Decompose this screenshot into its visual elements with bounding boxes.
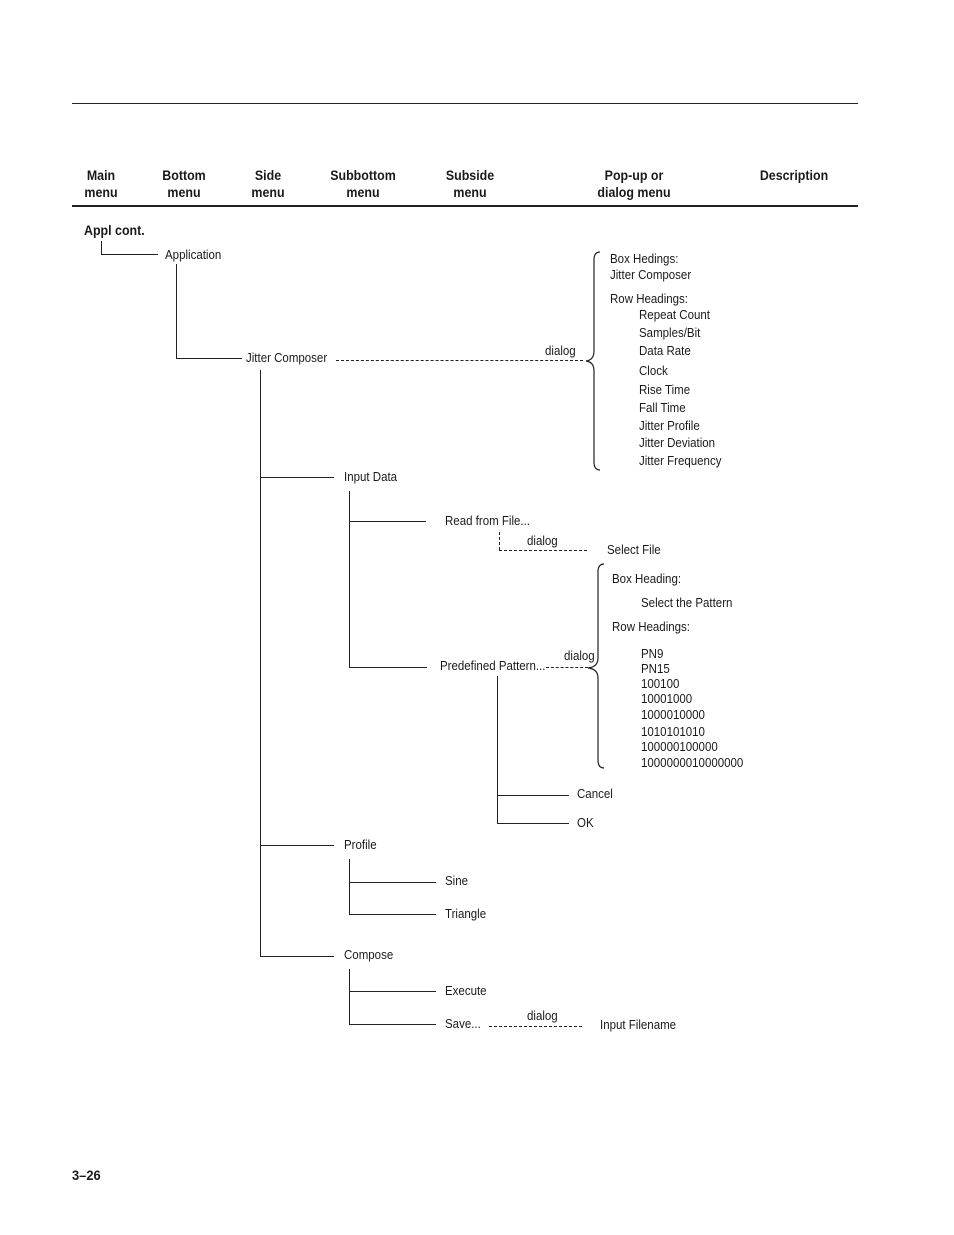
- dialog-connector: [546, 667, 588, 668]
- select-file: Select File: [607, 543, 661, 557]
- jitter-row-jitter-deviation: Jitter Deviation: [639, 436, 716, 450]
- connector: [349, 991, 436, 992]
- jitter-box-heading-label: Box Hedings:: [610, 252, 679, 266]
- node-compose: Compose: [344, 948, 394, 962]
- connector: [349, 1024, 436, 1025]
- jitter-box-heading: Jitter Composer: [610, 268, 692, 282]
- node-jitter-composer: Jitter Composer: [246, 351, 328, 365]
- pattern-row-pn15: PN15: [641, 662, 670, 676]
- dialog-connector: [489, 1026, 582, 1027]
- header-rule: [72, 205, 858, 207]
- section-label: Appl cont.: [84, 223, 145, 238]
- connector: [349, 969, 350, 1024]
- node-ok: OK: [577, 816, 594, 830]
- top-rule: [72, 103, 858, 104]
- connector: [349, 491, 350, 667]
- node-application: Application: [165, 248, 222, 262]
- jitter-dialog-brace: [585, 251, 601, 471]
- connector: [101, 241, 102, 254]
- dialog-label-read-file: dialog: [527, 534, 558, 548]
- jitter-row-jitter-profile: Jitter Profile: [639, 419, 700, 433]
- pattern-row-1010101010: 1010101010: [641, 725, 705, 739]
- jitter-row-jitter-frequency: Jitter Frequency: [639, 454, 722, 468]
- pattern-row-10001000: 10001000: [641, 692, 693, 706]
- jitter-row-samples-bit: Samples/Bit: [639, 326, 701, 340]
- pattern-dialog-brace: [587, 563, 605, 769]
- dialog-label-pattern: dialog: [564, 649, 595, 663]
- connector: [260, 370, 261, 956]
- pattern-row-1000000010000000: 1000000010000000: [641, 756, 744, 770]
- connector: [497, 823, 569, 824]
- dialog-connector: [499, 532, 500, 550]
- node-triangle: Triangle: [445, 907, 487, 921]
- jitter-row-fall-time: Fall Time: [639, 401, 686, 415]
- node-profile: Profile: [344, 838, 377, 852]
- connector: [260, 477, 334, 478]
- node-predefined-pattern: Predefined Pattern...: [440, 659, 546, 673]
- dialog-label-jitter: dialog: [545, 344, 576, 358]
- jitter-row-rise-time: Rise Time: [639, 383, 691, 397]
- dialog-label-save: dialog: [527, 1009, 558, 1023]
- connector: [349, 521, 426, 522]
- node-cancel: Cancel: [577, 787, 613, 801]
- connector: [497, 676, 498, 823]
- pattern-box-heading: Select the Pattern: [641, 596, 733, 610]
- node-sine: Sine: [445, 874, 469, 888]
- input-filename: Input Filename: [600, 1018, 677, 1032]
- connector: [349, 859, 350, 914]
- pattern-row-pn9: PN9: [641, 647, 664, 661]
- page-number: 3–26: [72, 1167, 101, 1183]
- jitter-row-repeat-count: Repeat Count: [639, 308, 710, 322]
- connector: [260, 956, 334, 957]
- header-description: Description: [759, 168, 829, 183]
- jitter-row-data-rate: Data Rate: [639, 344, 691, 358]
- connector: [349, 882, 436, 883]
- connector: [349, 914, 436, 915]
- connector: [260, 845, 334, 846]
- connector: [497, 795, 569, 796]
- pattern-row-100000100000: 100000100000: [641, 740, 718, 754]
- node-input-data: Input Data: [344, 470, 398, 484]
- jitter-row-clock: Clock: [639, 364, 668, 378]
- node-read-from-file: Read from File...: [445, 514, 530, 528]
- node-execute: Execute: [445, 984, 487, 998]
- dialog-connector: [499, 550, 587, 551]
- connector: [349, 667, 427, 668]
- connector: [176, 358, 242, 359]
- node-save: Save...: [445, 1017, 481, 1031]
- pattern-row-100100: 100100: [641, 677, 680, 691]
- pattern-row-1000010000: 1000010000: [641, 708, 705, 722]
- jitter-row-heading-label: Row Headings:: [610, 292, 688, 306]
- connector: [176, 264, 177, 358]
- dialog-connector: [336, 360, 583, 361]
- connector: [101, 254, 158, 255]
- pattern-row-heading-label: Row Headings:: [612, 620, 690, 634]
- pattern-box-heading-label: Box Heading:: [612, 572, 682, 586]
